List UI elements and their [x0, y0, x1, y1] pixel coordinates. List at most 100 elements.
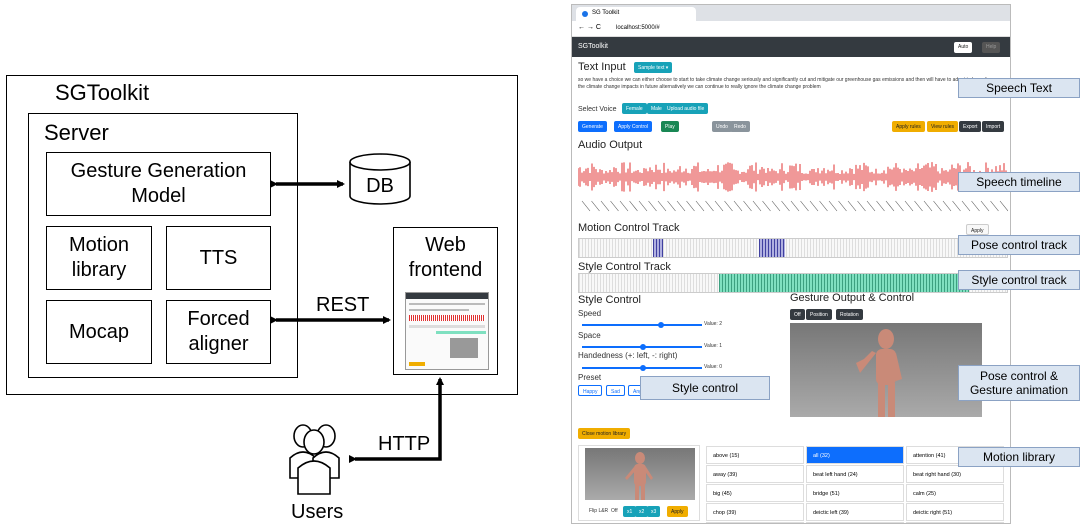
export-button[interactable]: Export: [959, 121, 982, 132]
word-marker: [800, 200, 809, 212]
control-position-button[interactable]: Position: [806, 309, 832, 320]
library-item[interactable]: deictic right (51): [906, 503, 1004, 521]
diagram-arrows: [270, 153, 444, 495]
word-marker: [933, 200, 942, 212]
word-marker: [667, 200, 676, 212]
preset-sad-button[interactable]: Sad: [606, 385, 625, 396]
library-item[interactable]: calm (25): [906, 484, 1004, 502]
generate-button[interactable]: Generate: [578, 121, 607, 132]
control-off-button[interactable]: Off: [790, 309, 805, 320]
style-track-title: Style Control Track: [578, 261, 671, 273]
import-button[interactable]: Import: [982, 121, 1005, 132]
speed-label: Speed: [578, 309, 602, 318]
preset-happy-button[interactable]: Happy: [578, 385, 603, 396]
word-marker: [838, 200, 847, 212]
callout-style-track: Style control track: [958, 270, 1080, 290]
library-item[interactable]: beat left hand (24): [806, 465, 904, 483]
word-marker: [714, 200, 724, 212]
text-input-title: Text Input: [578, 61, 626, 73]
web-frontend-label: Web frontend: [408, 234, 483, 281]
address-bar[interactable]: ← → C localhost:5000/#: [572, 21, 1010, 37]
pose-keyframe-1[interactable]: [653, 239, 663, 257]
style-control-title: Style Control: [578, 294, 641, 306]
word-marker: [695, 200, 705, 212]
control-rotation-button[interactable]: Rotation: [836, 309, 863, 320]
speed-x1-button[interactable]: x1: [623, 506, 637, 517]
library-preview: [585, 448, 695, 500]
callout-style-control: Style control: [640, 376, 770, 400]
avatar-figure: [856, 329, 902, 417]
close-library-button[interactable]: Close motion library: [578, 428, 631, 439]
word-marker: [819, 200, 828, 212]
word-marker: [581, 200, 591, 212]
tts-box: TTS: [166, 226, 271, 290]
library-avatar-figure: [625, 452, 653, 500]
library-item[interactable]: deictic you (21): [806, 522, 904, 523]
audio-output-title: Audio Output: [578, 139, 643, 151]
word-marker: [809, 200, 819, 212]
play-button[interactable]: Play: [661, 121, 679, 132]
browser-window: SG Toolkit ← → C localhost:5000/# SGTool…: [571, 4, 1011, 524]
library-item[interactable]: above (15): [706, 446, 804, 464]
space-knob[interactable]: [640, 344, 646, 350]
library-apply-button[interactable]: Apply: [667, 506, 688, 517]
callout-speech-timeline: Speech timeline: [958, 172, 1080, 192]
help-button[interactable]: Help: [982, 42, 1001, 53]
browser-tab[interactable]: SG Toolkit: [576, 7, 696, 21]
callout-pose-animation: Pose control & Gesture animation: [958, 365, 1080, 401]
word-marker: [638, 200, 648, 212]
speech-text-area[interactable]: so we have a choice we can either choose…: [578, 77, 987, 90]
upload-audio-button[interactable]: Upload audio file: [663, 103, 709, 114]
pose-keyframe-2[interactable]: [759, 239, 785, 257]
speed-value: Value: 2: [704, 321, 722, 327]
motion-control-track[interactable]: [578, 238, 1008, 258]
redo-button[interactable]: Redo: [730, 121, 750, 132]
word-marker: [781, 200, 790, 212]
word-marker: [610, 200, 619, 212]
library-item[interactable]: beat right hand (30): [906, 465, 1004, 483]
url-text: localhost:5000/#: [616, 25, 660, 31]
app-brand: SGToolkit: [578, 43, 608, 50]
sgtoolkit-title: SGToolkit: [55, 80, 150, 105]
mocap-box: Mocap: [46, 300, 152, 364]
handedness-knob[interactable]: [640, 365, 646, 371]
library-item[interactable]: big (45): [706, 484, 804, 502]
library-item[interactable]: deictic left (39): [806, 503, 904, 521]
app-navbar: SGToolkit Auto Help: [572, 37, 1010, 57]
speed-knob[interactable]: [658, 322, 664, 328]
library-item[interactable]: deictic self (36): [706, 522, 804, 523]
word-marker: [876, 200, 885, 212]
word-marker: [771, 200, 781, 212]
library-item[interactable]: chop (39): [706, 503, 804, 521]
undo-button[interactable]: Undo: [712, 121, 732, 132]
handedness-label: Handedness (+: left, -: right): [578, 351, 678, 360]
style-control-track[interactable]: [578, 273, 1008, 293]
sample-text-dropdown[interactable]: Sample text ▾: [634, 62, 673, 73]
apply-rules-button[interactable]: Apply rules: [892, 121, 925, 132]
view-rules-button[interactable]: View rules: [927, 121, 958, 132]
motion-apply-button[interactable]: Apply: [966, 224, 989, 235]
word-marker: [629, 200, 638, 212]
library-item[interactable]: away (39): [706, 465, 804, 483]
speed-slider[interactable]: [582, 324, 702, 326]
speed-x2-button[interactable]: x2: [635, 506, 649, 517]
forced-aligner-box: Forced aligner: [166, 300, 271, 364]
library-item[interactable]: bridge (51): [806, 484, 904, 502]
auto-button[interactable]: Auto: [954, 42, 973, 53]
space-label: Space: [578, 331, 601, 340]
library-item[interactable]: all (32): [806, 446, 904, 464]
speed-x3-button[interactable]: x3: [647, 506, 661, 517]
library-item[interactable]: dismiss (42): [906, 522, 1004, 523]
audio-waveform[interactable]: [578, 155, 1008, 215]
voice-female-button[interactable]: Female: [622, 103, 647, 114]
word-marker: [686, 200, 695, 212]
word-marker: [619, 200, 629, 212]
gesture-viewport[interactable]: [790, 323, 982, 417]
apply-control-button[interactable]: Apply Control: [614, 121, 653, 132]
style-segment[interactable]: [719, 274, 969, 292]
voice-male-button[interactable]: Male: [647, 103, 666, 114]
nav-arrows-icon[interactable]: ← → C: [578, 24, 601, 31]
web-frontend-thumbnail: [405, 292, 489, 370]
tab-bar: SG Toolkit: [572, 5, 1010, 21]
word-marker: [857, 200, 866, 212]
